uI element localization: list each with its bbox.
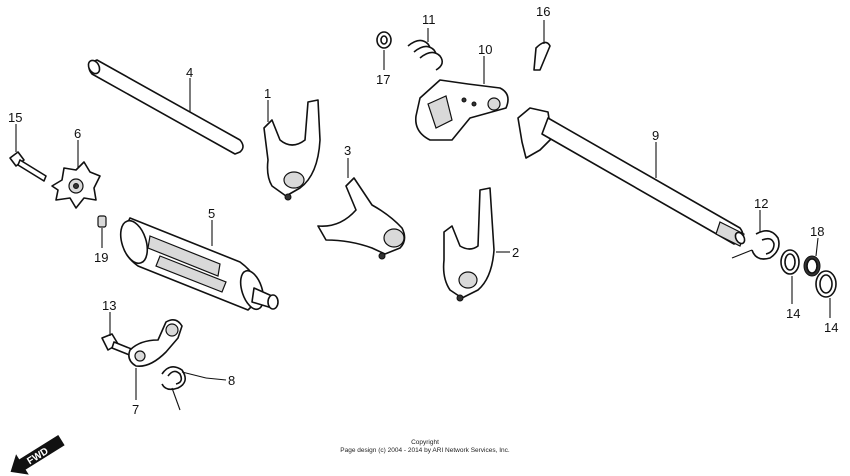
part-5-shift-drum[interactable] [116, 217, 279, 312]
part-2-shift-fork[interactable] [442, 187, 495, 302]
callout-6: 6 [74, 126, 81, 141]
part-14-washer-a[interactable] [780, 249, 800, 275]
callout-11: 11 [422, 12, 436, 27]
copyright-notice: Page design (c) 2004 - 2014 by ARI Netwo… [340, 447, 510, 454]
callout-8: 8 [228, 373, 235, 388]
callout-15: 15 [8, 110, 22, 125]
callout-16: 16 [536, 4, 550, 19]
part-19-pin[interactable] [97, 215, 107, 228]
callout-17: 17 [376, 72, 390, 87]
callout-18: 18 [810, 224, 824, 239]
callout-3: 3 [344, 143, 351, 158]
part-3-shift-fork[interactable] [317, 177, 406, 260]
callout-12: 12 [754, 196, 768, 211]
part-10-shift-plate[interactable] [414, 79, 509, 141]
callout-2: 2 [512, 245, 519, 260]
part-1-shift-fork[interactable] [263, 99, 321, 201]
callout-1: 1 [264, 86, 271, 101]
callout-19: 19 [94, 250, 108, 265]
part-7-stopper-arm[interactable] [128, 318, 183, 368]
callout-14b: 14 [824, 320, 838, 335]
part-6-stopper-plate[interactable] [51, 161, 101, 209]
part-8-spring[interactable] [161, 366, 207, 411]
callout-13: 13 [102, 298, 116, 313]
part-17-washer[interactable] [376, 31, 392, 49]
part-9-spindle[interactable] [517, 107, 746, 247]
callout-4: 4 [186, 65, 193, 80]
callout-7: 7 [132, 402, 139, 417]
part-11-spring[interactable] [407, 39, 444, 71]
part-12-return-spring[interactable] [731, 230, 780, 260]
part-16-cotter-pin[interactable] [533, 41, 551, 71]
part-18-circlip[interactable] [803, 255, 821, 277]
callouts: 1 2 3 4 5 6 7 8 9 10 11 12 13 14 14 15 1… [8, 4, 838, 417]
part-15-bolt[interactable] [9, 151, 47, 182]
part-14-washer-b[interactable] [815, 270, 837, 298]
leader-lines [15, 20, 831, 400]
copyright-heading: Copyright [411, 439, 439, 446]
part-4-shaft[interactable] [86, 58, 244, 155]
callout-5: 5 [208, 206, 215, 221]
callout-9: 9 [652, 128, 659, 143]
callout-10: 10 [478, 42, 492, 57]
callout-14a: 14 [786, 306, 800, 321]
